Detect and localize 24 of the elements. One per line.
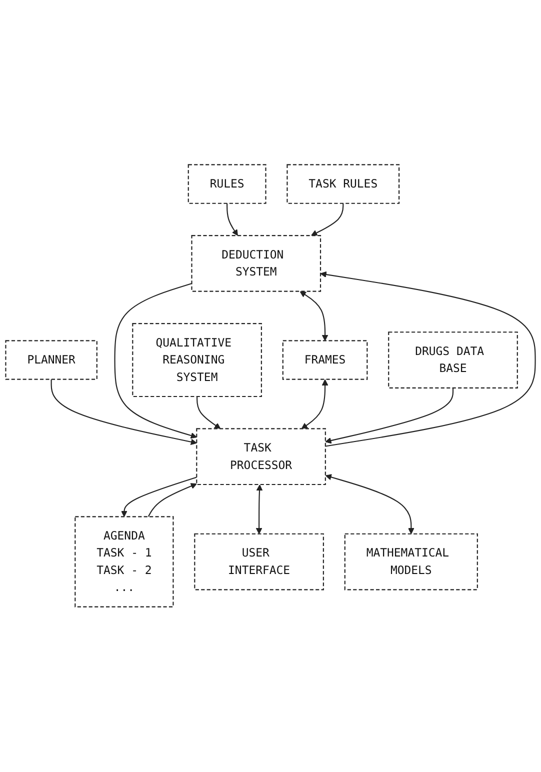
arrow [114, 283, 197, 439]
arrow [311, 204, 344, 236]
node-box: PLANNER [5, 340, 98, 380]
node-box: DRUGS DATA BASE [388, 332, 518, 389]
arrow [196, 396, 221, 430]
node-box: MATHEMATICAL MODELS [344, 534, 478, 590]
node-box: DEDUCTION SYSTEM [191, 235, 322, 292]
arrow [325, 474, 414, 534]
node-box: TASK PROCESSOR [196, 428, 326, 486]
node-box: USER INTERFACE [194, 534, 324, 590]
arrow [320, 272, 536, 448]
arrow [121, 477, 197, 518]
arrow [148, 483, 197, 518]
node-box: QUALITATIVE REASONING SYSTEM [132, 323, 262, 398]
node-box: TASK RULES [286, 164, 400, 204]
arrow [50, 380, 197, 446]
arrow [301, 380, 328, 430]
arrow [256, 484, 263, 534]
node-box: AGENDA TASK - 1 TASK - 2 ... [74, 516, 174, 608]
arrow [325, 388, 454, 444]
arrow [300, 291, 328, 342]
arrow [226, 204, 238, 236]
node-box: FRAMES [282, 340, 368, 380]
node-box: RULES [188, 164, 266, 204]
